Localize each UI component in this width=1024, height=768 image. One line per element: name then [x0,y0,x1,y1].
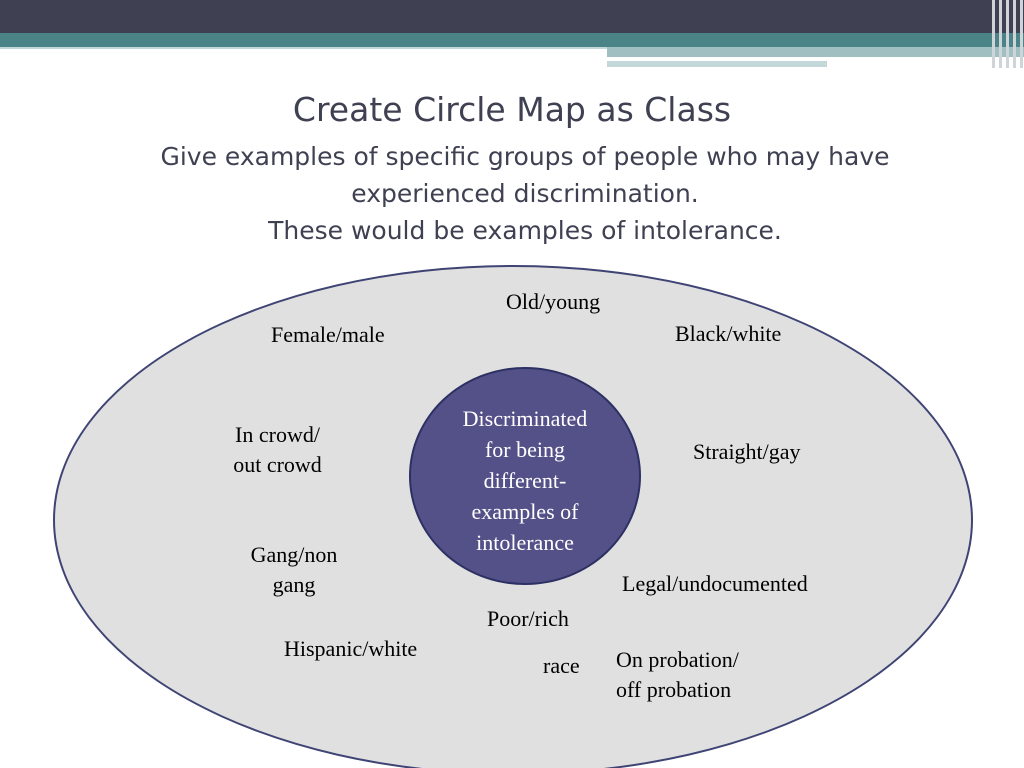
center-topic: Discriminated for being different- examp… [415,403,635,558]
label-gang: Gang/non gang [224,540,364,600]
subtitle-line: experienced discrimination. [351,179,699,208]
header-bar-light-thin [607,61,827,67]
center-topic-line: examples of [471,499,579,524]
header-line [0,47,607,49]
label-female-male: Female/male [271,322,385,347]
header-bar-dark [0,0,1024,33]
label-line: In crowd/ [235,422,320,447]
label-old-young: Old/young [506,289,601,314]
label-in-crowd: In crowd/ out crowd [210,420,345,480]
label-line: out crowd [233,452,322,477]
subtitle-line: Give examples of specific groups of peop… [160,142,890,171]
subtitle-line: These would be examples of intolerance. [268,216,782,245]
label-black-white: Black/white [675,321,782,346]
label-poor-rich: Poor/rich [487,606,569,631]
header-bar-teal [0,33,1024,47]
label-probation: On probation/ off probation [616,645,739,705]
label-race: race [543,653,580,678]
circle-map-center [409,367,641,585]
label-hispanic-white: Hispanic/white [284,636,418,661]
center-topic-line: Discriminated [462,406,588,431]
header-stripes [988,0,1024,68]
label-legal-undocumented: Legal/undocumented [622,571,808,596]
center-topic-line: intolerance [476,530,574,555]
label-straight-gay: Straight/gay [693,439,801,464]
label-line: off probation [616,677,732,702]
slide-subtitle: Give examples of specific groups of peop… [90,138,960,249]
label-line: On probation/ [616,647,739,672]
slide-title: Create Circle Map as Class [292,90,732,129]
header-bar-light [607,47,1024,57]
label-line: Gang/non [250,542,338,567]
center-topic-line: for being [484,437,566,462]
center-topic-line: different- [483,468,567,493]
label-line: gang [272,572,316,597]
